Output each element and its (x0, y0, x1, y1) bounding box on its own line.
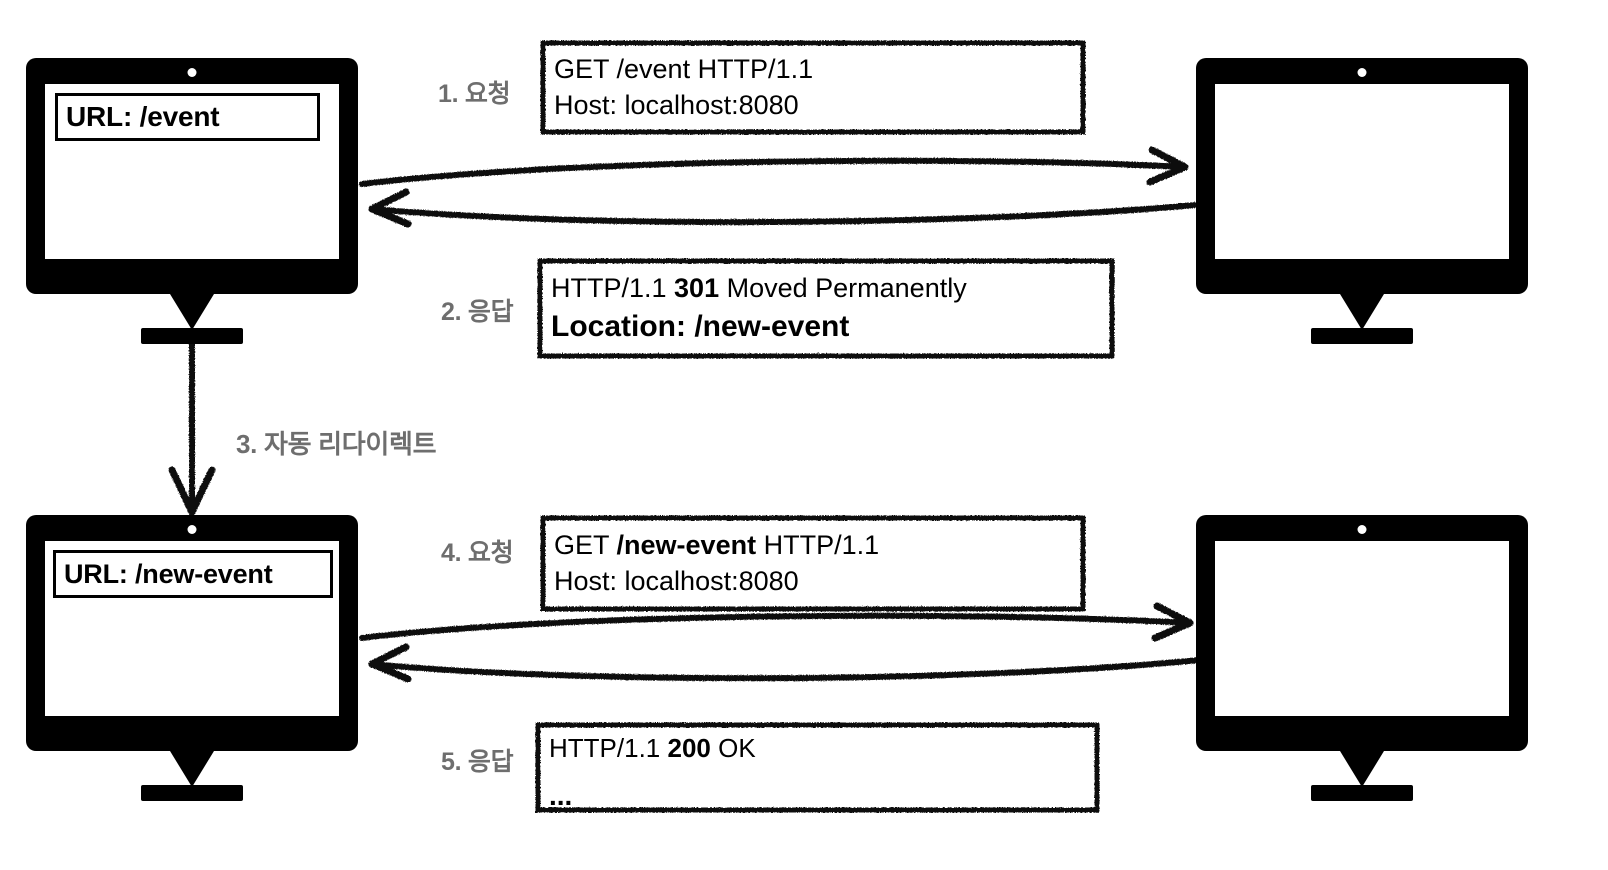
url-text: URL: /new-event (64, 558, 273, 589)
plain-text: Host: localhost:8080 (554, 89, 799, 120)
message-line: Host: localhost:8080 (554, 564, 1072, 599)
server-monitor-top (1196, 58, 1528, 344)
emphasis-text: ... (549, 779, 573, 811)
client-monitor-bottom: URL: /new-event (26, 515, 358, 801)
arrow-request-4 (359, 612, 1193, 641)
browser-screen: URL: /event (45, 84, 339, 259)
emphasis-text: 301 (674, 273, 720, 304)
emphasis-text: Location: /new-event (551, 309, 850, 343)
arrow-response-2 (369, 202, 1199, 226)
url-bar-bottom[interactable]: URL: /new-event (53, 550, 333, 598)
plain-text: GET /event HTTP/1.1 (554, 54, 814, 85)
plain-text: Host: localhost:8080 (554, 565, 799, 596)
message-line: Location: /new-event (551, 307, 1101, 346)
plain-text: HTTP/1.1 (756, 530, 880, 561)
monitor-neck (1340, 294, 1384, 330)
arrow-request-1 (359, 157, 1188, 187)
message-box-step-2: HTTP/1.1 301 Moved Permanently Location:… (537, 258, 1115, 359)
arrow-response-5 (369, 657, 1203, 682)
monitor-foot (1311, 785, 1413, 801)
server-screen (1215, 541, 1509, 716)
monitor-foot (1311, 328, 1413, 344)
browser-screen: URL: /new-event (45, 541, 339, 716)
monitor-neck (1340, 751, 1384, 787)
emphasis-text: /new-event (616, 530, 757, 561)
webcam-dot (187, 68, 197, 77)
monitor-foot (141, 328, 243, 344)
message-box-step-5: HTTP/1.1 200 OK ... (535, 722, 1100, 813)
plain-text: OK (710, 733, 756, 763)
monitor-neck (170, 751, 214, 787)
message-line: GET /new-event HTTP/1.1 (554, 528, 1072, 563)
server-screen (1215, 84, 1509, 259)
webcam-dot (187, 525, 197, 534)
message-line: GET /event HTTP/1.1 (554, 52, 1072, 87)
emphasis-text: 200 (667, 733, 711, 763)
webcam-dot (1357, 68, 1367, 77)
message-line: HTTP/1.1 301 Moved Permanently (551, 271, 1101, 306)
client-monitor-top: URL: /event (26, 58, 358, 344)
step-label-3: 3. 자동 리다이렉트 (236, 429, 437, 459)
plain-text: GET (554, 530, 617, 561)
server-monitor-bottom (1196, 515, 1528, 801)
message-box-step-1: GET /event HTTP/1.1 Host: localhost:8080 (540, 40, 1086, 135)
plain-text: Moved Permanently (719, 273, 967, 304)
url-text: URL: /event (66, 101, 220, 132)
step-label-5: 5. 응답 (441, 748, 514, 776)
webcam-dot (1357, 525, 1367, 534)
monitor-foot (141, 785, 243, 801)
message-box-step-4: GET /new-event HTTP/1.1 Host: localhost:… (540, 515, 1086, 612)
step-label-1: 1. 요청 (438, 80, 511, 108)
message-line: Host: localhost:8080 (554, 88, 1072, 123)
plain-text: HTTP/1.1 (549, 733, 668, 763)
monitor-neck (170, 294, 214, 330)
plain-text: HTTP/1.1 (551, 273, 675, 304)
message-line: ... (549, 778, 1086, 814)
url-bar-top[interactable]: URL: /event (55, 93, 320, 141)
step-label-4: 4. 요청 (441, 539, 514, 567)
message-line: HTTP/1.1 200 OK (549, 732, 1086, 766)
step-label-2: 2. 응답 (441, 298, 514, 326)
